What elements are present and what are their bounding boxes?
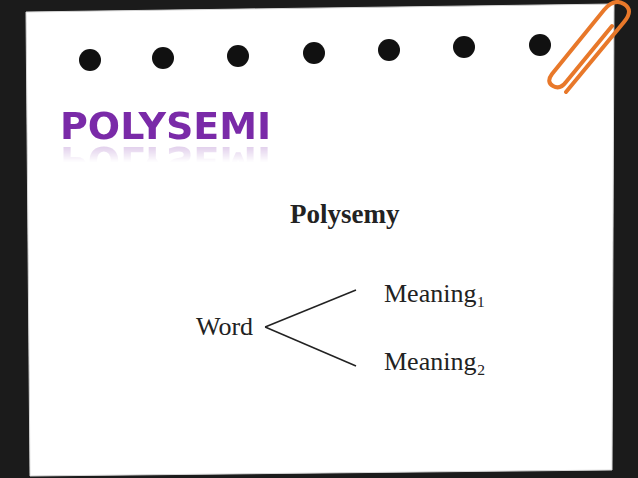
hole (303, 42, 325, 64)
paperclip (549, 2, 629, 92)
term-node: Meaning₂ (356, 345, 490, 379)
hole (227, 45, 249, 67)
slide-title: POLYSEMI (60, 104, 271, 148)
hole (378, 39, 400, 61)
branch-line (265, 327, 356, 366)
white-card (26, 4, 614, 476)
hole (529, 34, 551, 56)
term-text: Word (196, 312, 253, 342)
hole (453, 36, 475, 58)
term-node: Word (192, 310, 265, 344)
hole (152, 47, 174, 69)
branch-line (265, 290, 356, 327)
diagram-heading: Polysemy (290, 199, 399, 230)
term-text: Meaning₁ (384, 279, 486, 309)
term-node: Meaning₁ (356, 277, 490, 311)
hole (79, 49, 101, 71)
term-text: Meaning₂ (384, 347, 486, 377)
punch-holes (79, 34, 551, 71)
